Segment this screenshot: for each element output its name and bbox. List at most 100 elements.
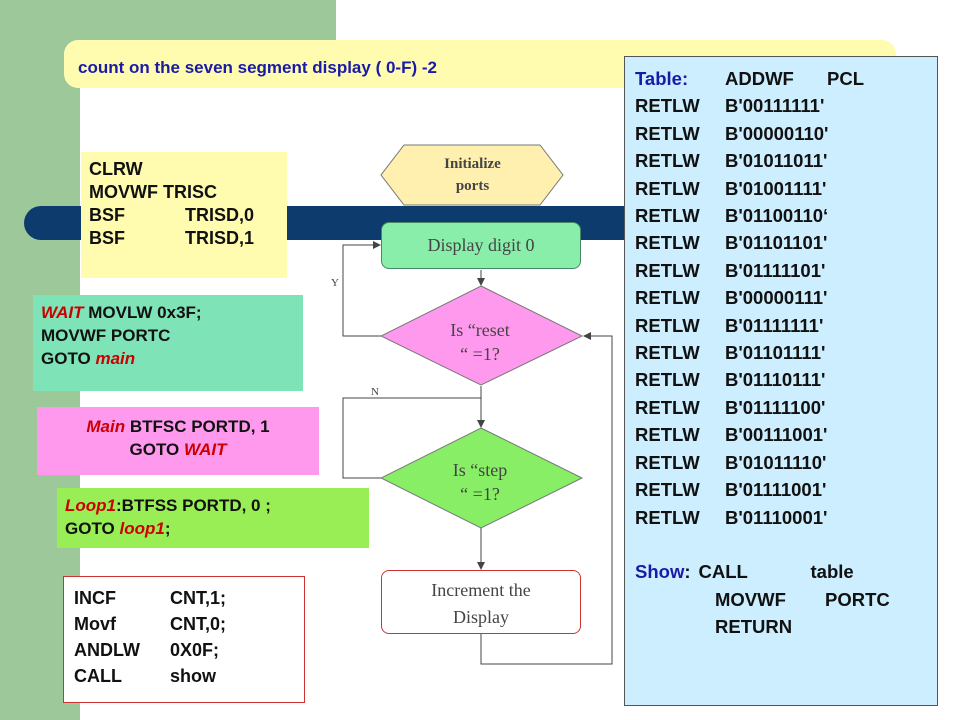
table-row: RETLW B'01111111' bbox=[635, 312, 937, 339]
code-op: INCF bbox=[74, 588, 116, 608]
yes-branch-label: Y bbox=[331, 277, 339, 289]
table-row: RETLW B'01011110' bbox=[635, 449, 937, 476]
loop-label: Loop1 bbox=[65, 496, 116, 515]
init-line-2: ports bbox=[455, 178, 490, 194]
code-text: GOTO bbox=[41, 349, 96, 368]
code-text: MOVLW 0x3F; bbox=[83, 303, 202, 322]
code-op: RETLW bbox=[635, 150, 700, 172]
code-arg: B'00000110' bbox=[725, 122, 829, 144]
code-op: RETLW bbox=[635, 259, 700, 281]
arrow-head bbox=[477, 278, 485, 286]
code-arg: B'01101101' bbox=[725, 232, 828, 254]
code-arg: B'00111001' bbox=[725, 424, 828, 446]
code-op: RETLW bbox=[635, 451, 700, 473]
code-op: CALL bbox=[74, 666, 122, 686]
code-op: RETLW bbox=[635, 205, 700, 227]
code-op: CALL bbox=[698, 561, 748, 583]
code-line: Main BTFSC PORTD, 1 bbox=[37, 415, 319, 438]
code-op: RETURN bbox=[715, 616, 793, 638]
code-op: RETLW bbox=[635, 177, 700, 199]
init-diamond bbox=[380, 144, 564, 206]
code-arg: B'01111100' bbox=[725, 396, 826, 418]
main-label: Main bbox=[86, 417, 126, 436]
code-arg: B'01001111' bbox=[725, 177, 827, 199]
code-op: RETLW bbox=[635, 506, 700, 528]
return-line: RETURN bbox=[635, 613, 937, 640]
code-op: RETLW bbox=[635, 342, 700, 364]
code-arg: B'01011110' bbox=[725, 451, 827, 473]
arrow-head bbox=[583, 332, 591, 340]
code-arg: CNT,0; bbox=[170, 614, 227, 634]
code-line: CLRW bbox=[89, 158, 287, 181]
code-text: GOTO bbox=[65, 519, 120, 538]
code-op: RETLW bbox=[635, 122, 700, 144]
show-line: Show: CALL table bbox=[635, 558, 937, 585]
code-arg: B'01111111' bbox=[725, 314, 824, 336]
code-text: BTFSC PORTD, 1 bbox=[125, 417, 270, 436]
code-text: MOVWF PORTC bbox=[41, 326, 171, 345]
display-digit-box: Display digit 0 bbox=[381, 222, 581, 269]
code-op: BSF bbox=[89, 228, 125, 248]
goto-target: main bbox=[95, 349, 136, 368]
code-op: BSF bbox=[89, 205, 125, 225]
code-op: RETLW bbox=[635, 287, 700, 309]
init-diamond-label: Initialize ports bbox=[400, 153, 545, 197]
reset-line-1: Is “reset bbox=[450, 320, 510, 340]
code-arg: B'01100110‘ bbox=[725, 205, 829, 227]
step-line-2: “ =1? bbox=[460, 484, 500, 504]
code-arg: B'00111111' bbox=[725, 95, 825, 117]
table-label: Table: bbox=[635, 68, 689, 89]
init-line-1: Initialize bbox=[444, 156, 501, 172]
main-code-block: Main BTFSC PORTD, 1 GOTO WAIT bbox=[37, 407, 319, 475]
arrow-head bbox=[373, 241, 381, 249]
code-arg: PORTC bbox=[825, 588, 890, 610]
goto-target: loop1 bbox=[119, 519, 165, 538]
loop-code-block: Loop1:BTFSS PORTD, 0 ; GOTO loop1; bbox=[57, 488, 369, 548]
connector-step-loop bbox=[342, 397, 381, 479]
code-op: Movf bbox=[74, 614, 116, 634]
table-row: RETLW B'01101101' bbox=[635, 229, 937, 256]
code-line: MOVWF TRISC bbox=[89, 181, 287, 204]
show-colon: : bbox=[684, 561, 691, 583]
code-op: RETLW bbox=[635, 314, 700, 336]
code-arg: B'01110111' bbox=[725, 369, 826, 391]
table-row: RETLW B'01100110‘ bbox=[635, 202, 937, 229]
table-row: RETLW B'01111100' bbox=[635, 394, 937, 421]
code-op: RETLW bbox=[635, 232, 700, 254]
code-arg: show bbox=[170, 666, 217, 686]
code-arg: B'01111001' bbox=[725, 479, 827, 501]
code-op: CLRW bbox=[89, 159, 143, 179]
increment-line-1: Increment the bbox=[431, 580, 531, 600]
increment-display-box: Increment the Display bbox=[381, 570, 581, 634]
goto-target: WAIT bbox=[183, 440, 227, 459]
code-line: GOTO loop1; bbox=[65, 517, 369, 540]
code-text: :BTFSS PORTD, 0 ; bbox=[116, 496, 271, 515]
code-op: RETLW bbox=[635, 369, 700, 391]
step-diamond-label: Is “step “ =1? bbox=[420, 458, 540, 506]
code-line: GOTO main bbox=[41, 347, 303, 370]
connector-increment-return bbox=[480, 335, 613, 665]
table-row: RETLW B'00000111' bbox=[635, 284, 937, 311]
code-arg: B'00000111' bbox=[725, 287, 828, 309]
step-line-1: Is “step bbox=[452, 460, 508, 480]
code-arg: table bbox=[810, 561, 854, 583]
code-op: RETLW bbox=[635, 396, 700, 418]
wait-label: WAIT bbox=[41, 303, 84, 322]
table-header-line: Table: ADDWF PCL bbox=[635, 65, 937, 92]
code-arg: TRISD,0 bbox=[185, 205, 255, 225]
code-text: ; bbox=[164, 519, 171, 538]
wait-code-block: WAIT MOVLW 0x3F; MOVWF PORTC GOTO main bbox=[33, 295, 303, 391]
show-label: Show bbox=[635, 561, 685, 583]
code-line: GOTO WAIT bbox=[37, 438, 319, 461]
code-arg: CNT,1; bbox=[170, 588, 227, 608]
